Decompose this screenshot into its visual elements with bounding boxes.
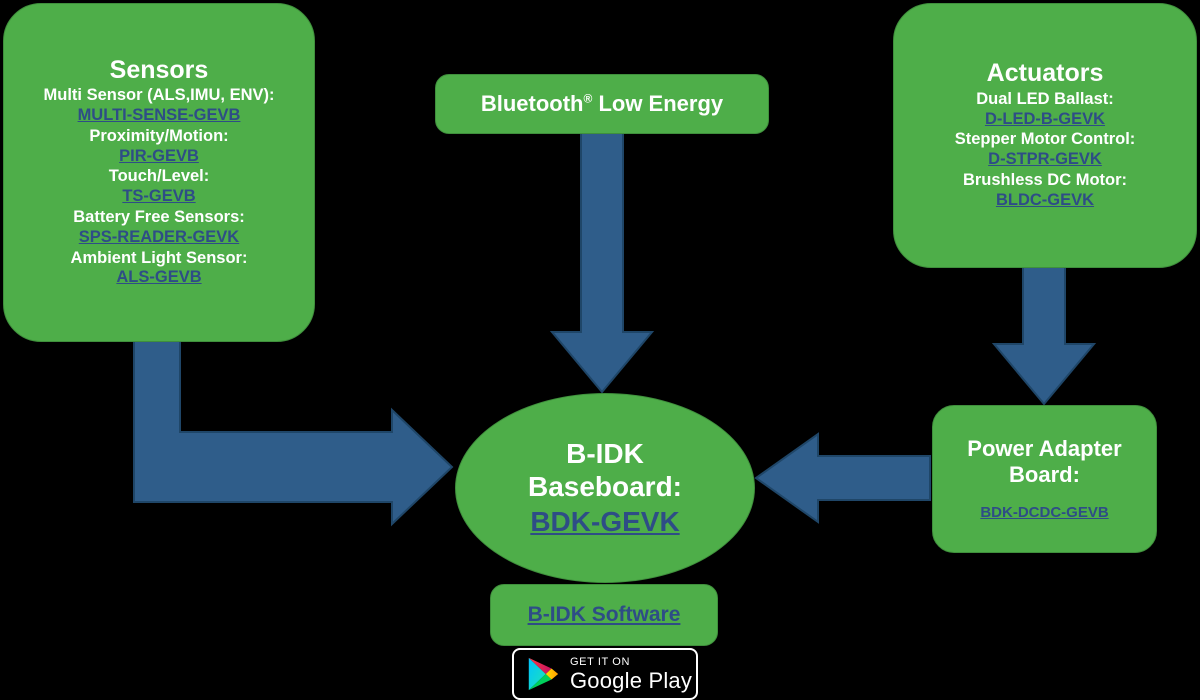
actuators-row-1-label: Stepper Motor Control: bbox=[954, 130, 1136, 149]
power-adapter-title-line2: Board: bbox=[1009, 462, 1080, 487]
software-link[interactable]: B-IDK Software bbox=[527, 603, 681, 627]
bluetooth-low-energy-node: Bluetooth® Low Energy bbox=[435, 74, 769, 134]
sensors-row-1-label: Proximity/Motion: bbox=[89, 126, 229, 145]
actuators-node: Actuators Dual LED Ballast: D-LED-B-GEVK… bbox=[893, 3, 1197, 268]
sensors-row-3-link[interactable]: SPS-READER-GEVK bbox=[78, 227, 240, 246]
bluetooth-title-suffix: Low Energy bbox=[592, 91, 724, 117]
google-play-small-text: GET IT ON bbox=[570, 655, 631, 668]
sensors-row-0-link[interactable]: MULTI-SENSE-GEVB bbox=[77, 106, 241, 125]
sensors-row-4-label: Ambient Light Sensor: bbox=[70, 248, 248, 267]
google-play-triangle-icon bbox=[528, 657, 559, 691]
actuators-row-0-label: Dual LED Ballast: bbox=[976, 89, 1114, 108]
bluetooth-title: Bluetooth® Low Energy bbox=[481, 91, 723, 117]
arrow-bluetooth-to-baseboard bbox=[549, 129, 655, 394]
baseboard-link[interactable]: BDK-GEVK bbox=[530, 506, 680, 538]
registered-mark-icon: ® bbox=[583, 91, 593, 106]
actuators-row-1-link[interactable]: D-STPR-GEVK bbox=[988, 150, 1102, 169]
actuators-row-2-label: Brushless DC Motor: bbox=[962, 171, 1128, 190]
baseboard-title-line1: B-IDK bbox=[566, 438, 644, 470]
sensors-row-4-link[interactable]: ALS-GEVB bbox=[116, 268, 202, 287]
google-play-label: GET IT ON Google Play bbox=[570, 655, 693, 693]
sensors-title: Sensors bbox=[109, 55, 209, 84]
power-adapter-title-line1: Power Adapter bbox=[967, 436, 1122, 462]
power-adapter-board-node: Power Adapter Board: BDK-DCDC-GEVB bbox=[932, 405, 1157, 553]
sensors-row-2-label: Touch/Level: bbox=[108, 167, 210, 186]
arrow-actuators-to-power-adapter bbox=[991, 263, 1097, 406]
actuators-row-0-link[interactable]: D-LED-B-GEVK bbox=[984, 109, 1106, 128]
actuators-title: Actuators bbox=[986, 59, 1104, 88]
google-play-badge[interactable]: GET IT ON Google Play bbox=[512, 648, 698, 700]
actuators-row-2-link[interactable]: BLDC-GEVK bbox=[995, 190, 1095, 209]
sensors-row-1-link[interactable]: PIR-GEVB bbox=[119, 146, 199, 165]
arrow-power-adapter-to-baseboard bbox=[754, 432, 931, 524]
google-play-big-text: Google Play bbox=[570, 667, 693, 693]
baseboard-node: B-IDK Baseboard: BDK-GEVK bbox=[455, 393, 755, 583]
sensors-node: Sensors Multi Sensor (ALS,IMU, ENV): MUL… bbox=[3, 3, 315, 342]
sensors-row-2-link[interactable]: TS-GEVB bbox=[122, 187, 196, 206]
sensors-row-3-label: Battery Free Sensors: bbox=[73, 208, 245, 227]
baseboard-title-line2: Baseboard: bbox=[527, 471, 683, 503]
bluetooth-title-text: Bluetooth bbox=[480, 91, 584, 117]
sensors-row-0-label: Multi Sensor (ALS,IMU, ENV): bbox=[43, 86, 275, 105]
power-adapter-link[interactable]: BDK-DCDC-GEVB bbox=[980, 503, 1109, 521]
arrow-sensors-to-baseboard bbox=[133, 337, 454, 527]
software-node: B-IDK Software bbox=[490, 584, 718, 646]
